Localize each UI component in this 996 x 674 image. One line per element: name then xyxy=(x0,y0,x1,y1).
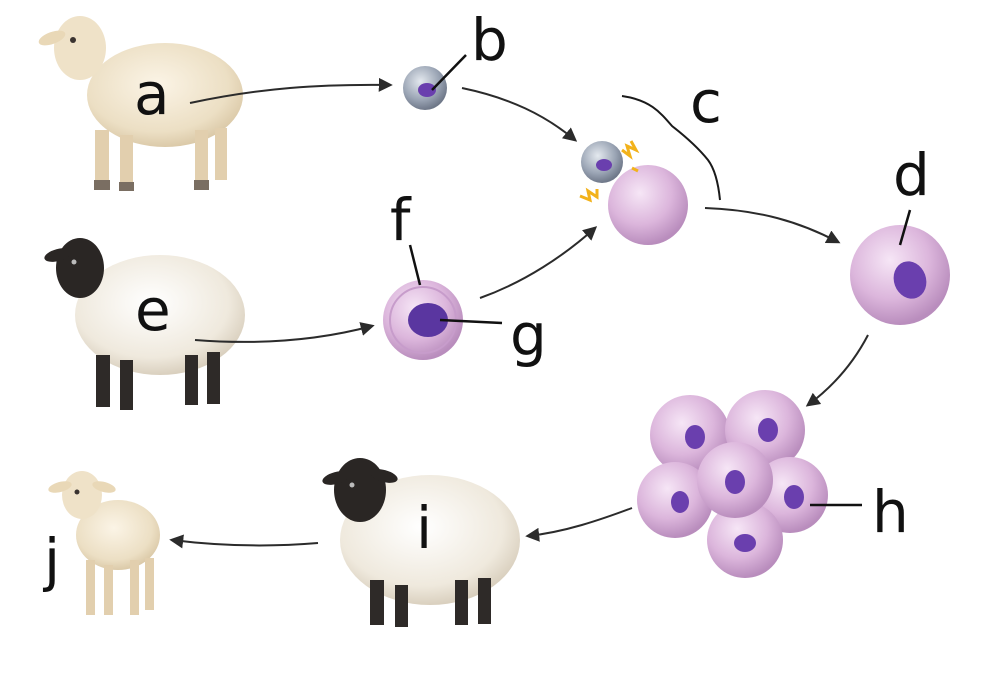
arrows xyxy=(169,77,869,549)
sheep-a-white-donor xyxy=(38,16,243,191)
lamb-j-clone xyxy=(48,471,160,615)
label-g: g xyxy=(510,301,547,369)
arrow-b-to-c xyxy=(461,87,578,142)
arrow-e-to-f xyxy=(194,322,375,343)
arrow-i-to-j xyxy=(169,534,319,549)
cell-d-fused xyxy=(850,225,950,325)
leader-lines xyxy=(408,54,912,507)
arrow-c-to-d xyxy=(704,207,841,244)
arrow-a-to-b xyxy=(189,77,393,104)
sheep-i-blackface-surrogate xyxy=(322,458,520,627)
label-c: c xyxy=(690,68,722,136)
cell-f-egg xyxy=(383,280,463,360)
label-j: j xyxy=(42,526,60,594)
leader-b xyxy=(431,54,467,91)
fusion-c xyxy=(579,140,688,245)
label-b: b xyxy=(471,6,508,74)
leader-d xyxy=(898,209,912,246)
arrow-f-to-c xyxy=(479,226,598,299)
arrow-d-to-h xyxy=(805,334,869,407)
leader-f xyxy=(408,244,422,286)
label-h: h xyxy=(872,478,909,546)
sheep-e-blackface-donor xyxy=(44,238,245,410)
arrow-h-to-i xyxy=(525,507,633,542)
label-e: e xyxy=(135,276,171,344)
leader-g xyxy=(439,318,503,325)
nucleus-g xyxy=(408,303,448,337)
label-d: d xyxy=(893,141,930,209)
label-i: i xyxy=(416,494,432,562)
cell-b-small-grey xyxy=(403,66,447,110)
label-f: f xyxy=(390,186,412,254)
bracket-c xyxy=(621,95,721,201)
embryo-h-cluster xyxy=(637,390,828,578)
label-a: a xyxy=(134,60,170,128)
